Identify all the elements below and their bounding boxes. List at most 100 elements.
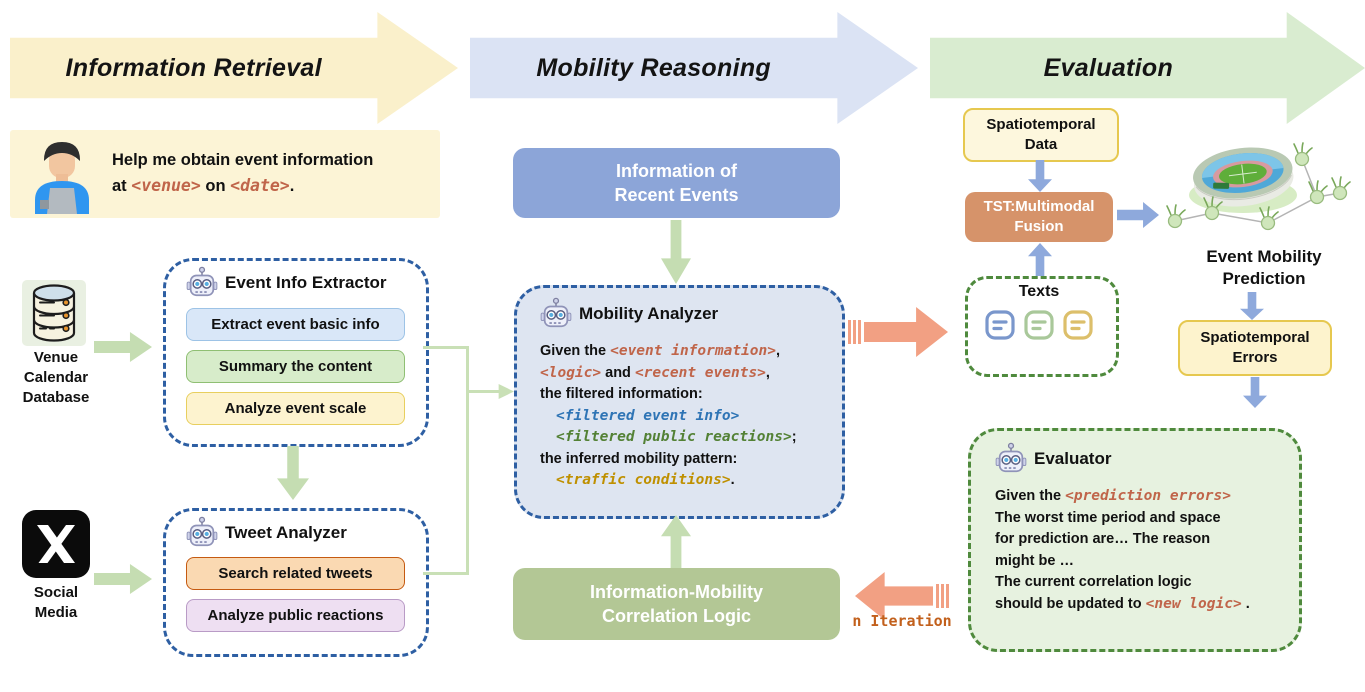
text-document-icon-blue [985,310,1015,340]
placeholder-token: <traffic conditions> [556,472,731,488]
text-segment: and [601,364,635,381]
placeholder-token: <recent events> [634,364,766,381]
text-segment: Given the [995,488,1066,504]
text-segment: The worst time period and space [995,509,1221,526]
text-segment: at [112,177,132,195]
mobility-line: <logic> and <recent events>, [540,363,797,385]
banner-evaluation: Evaluation [930,12,1365,124]
evaluator-line: might be … [995,551,1250,573]
spatiotemporal-errors-box: Spatiotemporal Errors [1178,320,1332,376]
text-segment: should be updated to [995,595,1146,612]
text-segment: the inferred mobility pattern: [540,450,738,467]
text-segment: , [775,343,781,359]
text-segment: , [765,364,770,381]
correlation-logic-box: Information-Mobility Correlation Logic [513,568,840,640]
prompt-line-1: Help me obtain event information [112,151,374,169]
evaluator-header: Evaluator [995,442,1111,476]
evaluator-line: for prediction are… The reason [995,529,1250,551]
mobility-analyzer-header: Mobility Analyzer [540,297,718,331]
event-info-extractor-header: Event Info Extractor [186,266,387,300]
pipe-mark [848,320,851,344]
placeholder-token: <event information> [610,343,776,359]
arrow-errors-to-evaluator [1243,377,1267,408]
stadium-illustration [1166,142,1351,231]
tst-fusion-box: TST:Multimodal Fusion [965,192,1113,242]
arrow-shape [864,307,948,357]
spatiotemporal-data-box: Spatiotemporal Data [963,108,1119,162]
arrow-recent-events-to-mobility [661,220,691,284]
date-token: <date> [230,176,290,195]
iteration-label: n Iteration [852,612,952,630]
text-segment: ; [791,429,797,445]
text-documents-row [965,308,1113,342]
evaluator-line: should be updated to <new logic> . [995,594,1250,616]
mobility-analyzer-text: Given the <event information>, <logic> a… [540,341,797,492]
venue-db-label: Venue Calendar Database [22,349,90,406]
robot-icon [186,266,218,297]
tweet-analyzer-header: Tweet Analyzer [186,516,347,550]
mobility-analyzer-box [514,285,845,519]
connector-extractor-line [423,346,469,349]
arrow-texts-to-tst [1028,243,1052,276]
text-segment: might be … [995,552,1074,569]
robot-icon [186,516,218,547]
agent-title: Evaluator [1034,449,1112,468]
mobility-line: <filtered public reactions>; [540,427,797,449]
robot-icon [540,297,572,328]
robot-icon [995,442,1027,473]
pipe-mark [941,584,944,608]
agent-title: Event Info Extractor [225,273,387,292]
placeholder-token: <new logic> [1145,595,1242,612]
evaluator-line: The current correlation logic [995,572,1250,594]
prompt-line-2: at <venue> on <date>. [112,173,373,199]
banner-mobility-reasoning: Mobility Reasoning [470,12,918,124]
text-segment: . [289,177,295,195]
banner-label: Mobility Reasoning [536,53,771,82]
mobility-line: the inferred mobility pattern: [540,449,797,471]
text-segment: . [1241,595,1250,612]
texts-box [965,276,1119,377]
agent-title: Tweet Analyzer [225,523,347,542]
task-chip-extract-basic-info: Extract event basic info [186,308,405,341]
social-media-label: Social Media [33,584,79,621]
task-chip-summary-content: Summary the content [186,350,405,383]
connector-tweet-line [423,572,469,575]
text-segment: Given the [540,343,611,359]
texts-title: Texts [1018,283,1060,300]
text-segment: on [200,177,231,195]
text-document-icon-gold [1063,310,1093,340]
task-chip-public-reactions: Analyze public reactions [186,599,405,632]
user-avatar-icon [35,142,89,214]
mobility-line: <traffic conditions>. [540,470,797,492]
connector-arrow-into-mobility [466,384,514,399]
mobility-line: the filtered information: [540,384,797,406]
arrow-evaluator-to-correlation [855,572,949,620]
evaluator-text: Given the <prediction errors> The worst … [995,486,1250,615]
placeholder-token: <filtered public reactions> [556,429,792,445]
task-chip-search-tweets: Search related tweets [186,557,405,590]
placeholder-token: <logic> [540,364,602,381]
task-chip-analyze-scale: Analyze event scale [186,392,405,425]
pipe-mark [946,584,949,608]
pipe-mark [936,584,939,608]
text-document-icon-green [1024,310,1054,340]
banner-label: Evaluation [1043,53,1174,82]
event-mobility-prediction-label: Event Mobility Prediction [1206,247,1322,288]
banner-information-retrieval: Information Retrieval [10,12,458,124]
pipe-mark [858,320,861,344]
connector-vertical-line [466,346,469,575]
banner-label: Information Retrieval [65,53,322,82]
database-icon [22,280,86,346]
recent-events-box: Information of Recent Events [513,148,840,218]
arrow-correlation-to-mobility [661,515,691,568]
text-segment: The current correlation logic [995,574,1192,590]
agent-title: Mobility Analyzer [579,304,719,323]
placeholder-token: <filtered event info> [556,407,740,424]
arrow-data-to-tst [1028,160,1052,192]
user-prompt-text: Help me obtain event information at <ven… [112,148,373,199]
pipe-mark [853,320,856,344]
text-segment: the filtered information: [540,386,703,402]
evaluator-line: Given the <prediction errors> [995,486,1250,508]
mobility-line: Given the <event information>, [540,341,797,363]
